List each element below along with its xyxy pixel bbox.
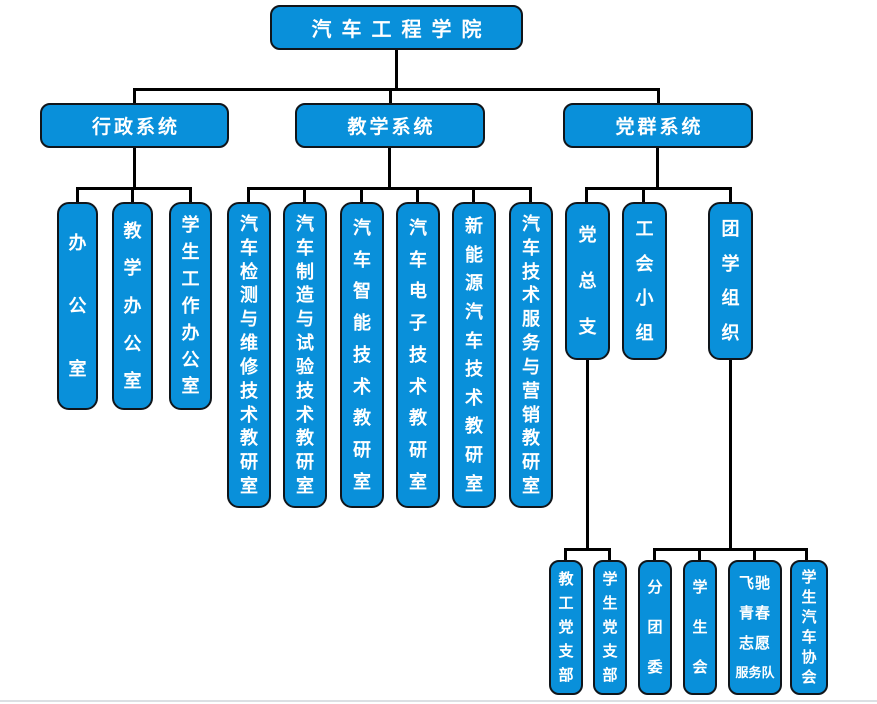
connector-line [76,187,79,202]
node-admin-system-label: 行政系统 [91,117,180,138]
connector-line [76,187,192,190]
connector-line [657,88,660,103]
connector-line [416,187,419,202]
node-league-student-orgs: 团学组织 [708,202,753,360]
connector-line [395,49,398,91]
connector-line [529,187,532,202]
node-faculty-party-branch-label: 教工党支部 [558,571,574,684]
connector-line [564,548,567,562]
node-party-general-branch-label: 党总支 [578,225,597,337]
connector-line [698,548,701,562]
connector-line [656,147,659,190]
node-office-label: 办公室 [68,233,87,379]
node-student-auto-association-label: 学生汽车协会 [801,569,817,686]
node-office: 办公室 [57,202,98,410]
node-youth-league-committee-label: 分团委 [647,579,663,676]
connector-line [133,88,136,103]
connector-line [131,187,134,202]
connector-line [133,88,660,91]
node-league-student-orgs-label: 团学组织 [721,219,740,343]
node-volunteer-service-team: 飞驰青春志愿服务队 [728,560,782,695]
node-root: 汽车工程学院 [270,5,523,50]
node-root-label: 汽车工程学院 [311,19,492,41]
node-student-affairs-office-label: 学生工作办公室 [181,215,200,397]
connector-line [653,548,656,562]
node-union-group-label: 工会小组 [635,219,654,343]
node-auto-inspection-maintenance-label: 汽车检测与维修技术教研室 [240,213,258,497]
connector-line [585,187,732,190]
node-student-party-branch-label: 学生党支部 [602,571,618,684]
node-party-system-label: 党群系统 [615,117,704,138]
node-student-union-label: 学生会 [692,579,708,676]
connector-line [753,548,756,562]
connector-line [585,187,588,202]
connector-line [729,187,732,202]
node-auto-service-marketing-label: 汽车技术服务与营销教研室 [522,213,540,497]
node-student-union: 学生会 [683,560,717,695]
node-teaching-office: 教学办公室 [112,202,153,410]
node-admin-system: 行政系统 [40,103,229,148]
connector-line [133,147,136,190]
connector-line [564,548,611,551]
connector-line [360,187,363,202]
connector-line [303,187,306,202]
node-auto-manufacturing-test-office: 汽车制造与试验技术教研室 [283,202,327,508]
connector-line [472,187,475,202]
node-auto-electronics-tech-label: 汽车电子技术教研室 [409,217,427,492]
node-auto-inspection-maintenance-office: 汽车检测与维修技术教研室 [227,202,271,508]
page-bottom-rule [0,700,877,702]
node-faculty-party-branch: 教工党支部 [549,560,583,695]
node-auto-electronics-tech-office: 汽车电子技术教研室 [396,202,440,508]
connector-line [642,187,645,202]
node-party-system: 党群系统 [563,103,753,148]
node-teaching-office-label: 教学办公室 [123,220,142,392]
node-auto-service-marketing-office: 汽车技术服务与营销教研室 [509,202,553,508]
node-teaching-system: 教学系统 [295,103,485,148]
connector-line [586,360,589,551]
connector-line [653,548,808,551]
node-auto-manufacturing-test-label: 汽车制造与试验技术教研室 [296,213,314,497]
node-union-group: 工会小组 [622,202,667,360]
connector-line [189,187,192,202]
node-student-auto-association: 学生汽车协会 [790,560,828,695]
node-new-energy-auto-tech-office: 新能源汽车技术教研室 [452,202,496,508]
node-auto-intelligent-tech-office: 汽车智能技术教研室 [340,202,384,508]
node-auto-intelligent-tech-label: 汽车智能技术教研室 [353,217,371,492]
node-student-party-branch: 学生党支部 [593,560,627,695]
node-party-general-branch: 党总支 [565,202,610,360]
connector-line [389,88,392,103]
node-teaching-system-label: 教学系统 [347,117,436,138]
connector-line [247,187,250,202]
node-youth-league-committee: 分团委 [638,560,672,695]
connector-line [388,147,391,190]
connector-line [247,187,532,190]
connector-line [729,360,732,551]
node-volunteer-service-team-label: 飞驰青春志愿服务队 [735,574,775,681]
connector-line [608,548,611,562]
node-student-affairs-office: 学生工作办公室 [169,202,212,410]
node-new-energy-auto-tech-label: 新能源汽车技术教研室 [465,216,483,494]
connector-line [805,548,808,562]
